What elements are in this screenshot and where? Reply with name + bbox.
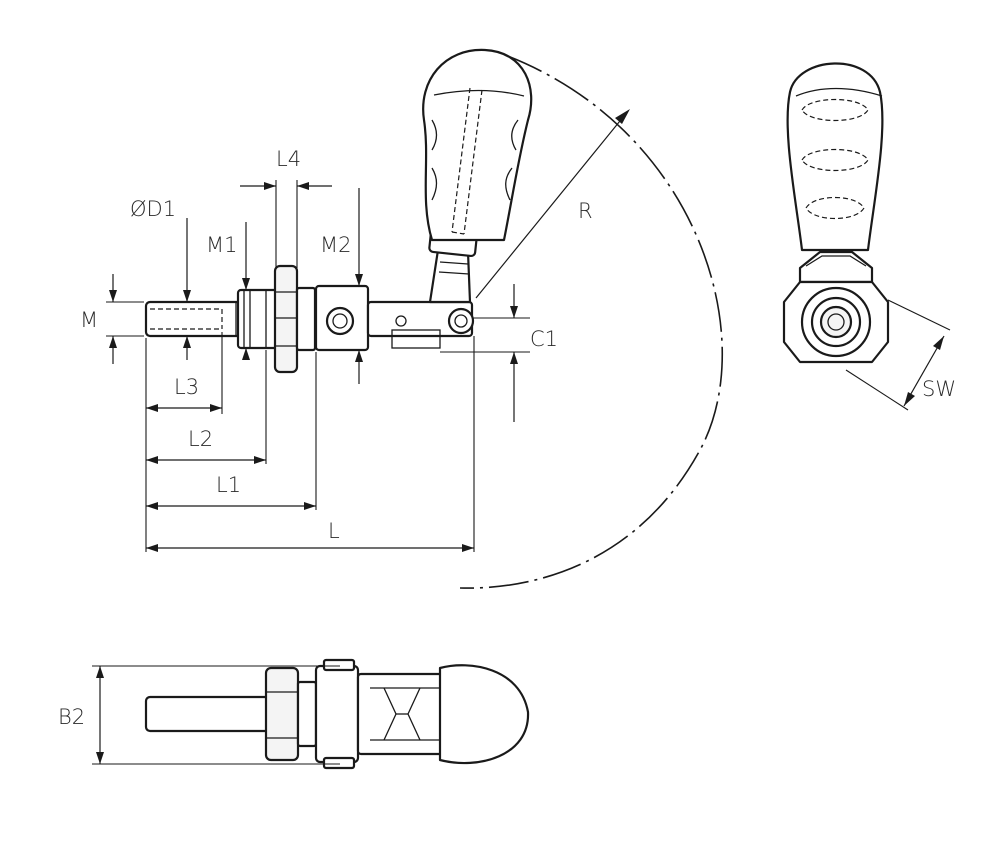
dimension-m: M bbox=[80, 274, 144, 364]
threaded-bushing bbox=[236, 288, 280, 350]
handle-grip bbox=[422, 48, 533, 242]
clamp-body bbox=[314, 284, 475, 352]
dimension-l4: L4 bbox=[240, 147, 332, 268]
label-l3: L3 bbox=[174, 375, 199, 399]
end-view-linkage bbox=[798, 250, 874, 284]
top-view: B2 bbox=[58, 658, 530, 770]
dimension-c1: C1 bbox=[440, 284, 558, 422]
dimension-b2: B2 bbox=[58, 665, 340, 765]
end-view-grip bbox=[786, 62, 884, 252]
label-c1: C1 bbox=[530, 327, 558, 351]
dimension-m2: M2 bbox=[320, 188, 363, 384]
label-l4: L4 bbox=[276, 147, 301, 171]
label-l: L bbox=[328, 519, 340, 543]
top-view-body bbox=[314, 658, 452, 770]
label-d1: ØD1 bbox=[130, 197, 176, 221]
top-view-nut bbox=[264, 666, 318, 762]
dimension-l: L bbox=[146, 519, 474, 552]
top-view-rod bbox=[144, 695, 274, 733]
label-r: R bbox=[578, 199, 593, 223]
label-m: M bbox=[80, 308, 98, 332]
dimension-d1: ØD1 bbox=[130, 197, 191, 360]
dimension-r: R bbox=[475, 109, 630, 299]
dimension-sw: SW bbox=[845, 299, 956, 411]
label-m2: M2 bbox=[320, 233, 351, 257]
dimension-l3: L3 bbox=[146, 375, 222, 412]
top-view-knob bbox=[438, 664, 530, 765]
side-view: R M ØD1 M1 bbox=[80, 48, 724, 589]
swing-radius-arc bbox=[459, 54, 724, 589]
label-b2: B2 bbox=[58, 705, 85, 729]
label-l1: L1 bbox=[216, 473, 241, 497]
end-view-body bbox=[782, 280, 890, 364]
dimension-l2: L2 bbox=[146, 427, 266, 464]
label-l2: L2 bbox=[188, 427, 213, 451]
hex-nut bbox=[273, 264, 317, 374]
dimension-m1: M1 bbox=[206, 222, 250, 360]
label-m1: M1 bbox=[206, 233, 237, 257]
end-view: SW bbox=[782, 62, 956, 411]
label-sw: SW bbox=[922, 377, 956, 401]
dimension-l1: L1 bbox=[146, 473, 316, 510]
